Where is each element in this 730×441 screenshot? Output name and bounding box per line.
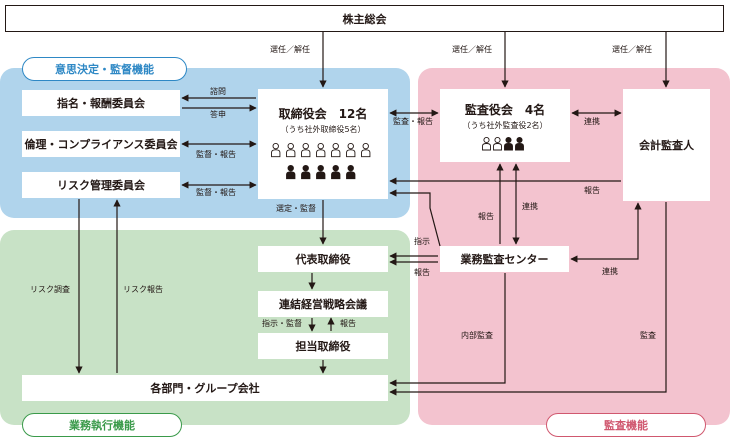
strategy-label: 連結経営戦略会議	[279, 298, 367, 311]
outside-person-icon	[331, 149, 341, 158]
label-appoint-supervise: 選定・監督	[276, 204, 316, 213]
ethics-committee-label: 倫理・コンプライアンス委員会	[24, 138, 178, 151]
inside-person-icon	[317, 164, 324, 172]
outside-person-icon	[316, 149, 326, 158]
departments-label: 各部門・グループ会社	[150, 382, 260, 395]
label-elect3: 選任／解任	[612, 45, 652, 54]
label-report3: 報告	[414, 268, 430, 277]
shareholders-label: 株主総会	[342, 12, 387, 26]
outside-person-icon	[347, 142, 354, 150]
region-audit-title-text: 監査機能	[604, 419, 648, 432]
outside-person-icon	[483, 136, 490, 144]
accounting-audit-arrow	[389, 202, 667, 396]
inside-person-icon	[516, 136, 523, 144]
nomination-committee-label: 指名・報酬委員会	[57, 97, 145, 110]
departments-group: 各部門・グループ会社	[22, 375, 388, 401]
label-elect2: 選任／解任	[452, 45, 492, 54]
people-icon	[482, 136, 524, 151]
outside-person-icon	[272, 142, 279, 150]
label-instruct-supervise: 指示・監督	[262, 319, 302, 328]
outside-person-icon	[361, 149, 371, 158]
audit-center: 業務監査センター	[440, 246, 569, 272]
inside-person-icon	[331, 171, 341, 180]
region-execution-title-text: 業務執行機能	[69, 419, 135, 432]
inside-person-icon	[301, 171, 311, 180]
label-supervise-report1: 監督・報告	[196, 150, 236, 159]
label-cooperate2: 連携	[522, 202, 538, 211]
auditors-title: 監査役会 4名	[464, 103, 546, 117]
shareholders-meeting: 株主総会	[5, 5, 724, 32]
outside-person-icon	[493, 143, 502, 151]
label-report1: 報告	[584, 186, 600, 195]
audit-center-label: 業務監査センター	[460, 253, 549, 266]
outside-person-icon	[332, 142, 339, 150]
strategy-meeting: 連結経営戦略会議	[258, 291, 388, 317]
accounting-auditor: 会計監査人	[623, 89, 710, 201]
inside-person-icon	[347, 164, 354, 172]
inside-person-icon	[316, 171, 326, 180]
region-audit-title: 監査機能	[546, 413, 706, 437]
outside-person-icon	[482, 143, 491, 151]
outside-person-icon	[317, 142, 324, 150]
label-instruct: 指示	[414, 237, 430, 246]
region-execution-title: 業務執行機能	[22, 413, 182, 437]
auditors-subtitle: （うち社外監査役2名）	[462, 121, 548, 130]
outside-person-icon	[286, 149, 296, 158]
inside-person-icon	[504, 143, 513, 151]
internal-audit-arrow	[389, 273, 506, 387]
outside-person-icon	[346, 149, 356, 158]
label-risk-report: リスク報告	[123, 285, 163, 294]
inside-person-icon	[505, 136, 512, 144]
label-report4: 報告	[340, 319, 356, 328]
risk-committee: リスク管理委員会	[22, 172, 180, 198]
people-icon	[271, 142, 371, 180]
label-report-back: 答申	[210, 110, 226, 119]
outside-person-icon	[301, 149, 311, 158]
label-cooperate1: 連携	[584, 117, 600, 126]
ethics-committee: 倫理・コンプライアンス委員会	[22, 131, 180, 157]
representative-label: 代表取締役	[295, 253, 351, 266]
outside-person-icon	[287, 142, 294, 150]
accounting-auditor-label: 会計監査人	[639, 139, 694, 152]
inside-person-icon	[515, 143, 524, 151]
nomination-committee: 指名・報酬委員会	[22, 90, 180, 116]
center-board-report-arrow	[389, 189, 441, 247]
director-label: 担当取締役	[295, 340, 351, 353]
label-consult: 諮問	[210, 87, 226, 96]
outside-person-icon	[362, 142, 369, 150]
label-elect1: 選任／解任	[270, 45, 310, 54]
director-in-charge: 担当取締役	[258, 333, 388, 359]
region-decision-title: 意思決定・監督機能	[22, 57, 187, 81]
cooperate3-arrow	[570, 202, 642, 263]
inside-person-icon	[346, 171, 356, 180]
label-audit-report: 監査・報告	[393, 117, 433, 126]
board-of-auditors: 監査役会 4名 （うち社外監査役2名）	[440, 89, 570, 162]
risk-committee-label: リスク管理委員会	[57, 179, 145, 192]
inside-person-icon	[332, 164, 339, 172]
outside-person-icon	[302, 142, 309, 150]
label-audit: 監査	[640, 331, 656, 340]
label-report2: 報告	[478, 212, 494, 221]
board-subtitle: （うち社外取締役5名）	[280, 125, 366, 134]
region-decision-title-text: 意思決定・監督機能	[55, 63, 154, 76]
outside-person-icon	[494, 136, 501, 144]
inside-person-icon	[286, 171, 296, 180]
label-supervise-report2: 監督・報告	[196, 188, 236, 197]
board-title: 取締役会 12名	[278, 107, 368, 121]
board-of-directors: 取締役会 12名 （うち社外取締役5名）	[258, 89, 388, 199]
inside-person-icon	[287, 164, 294, 172]
representative-director: 代表取締役	[258, 246, 388, 272]
label-cooperate3: 連携	[602, 267, 618, 276]
inside-person-icon	[302, 164, 309, 172]
outside-person-icon	[271, 149, 281, 158]
label-internal-audit: 内部監査	[461, 331, 493, 340]
label-risk-investigate: リスク調査	[30, 285, 70, 294]
